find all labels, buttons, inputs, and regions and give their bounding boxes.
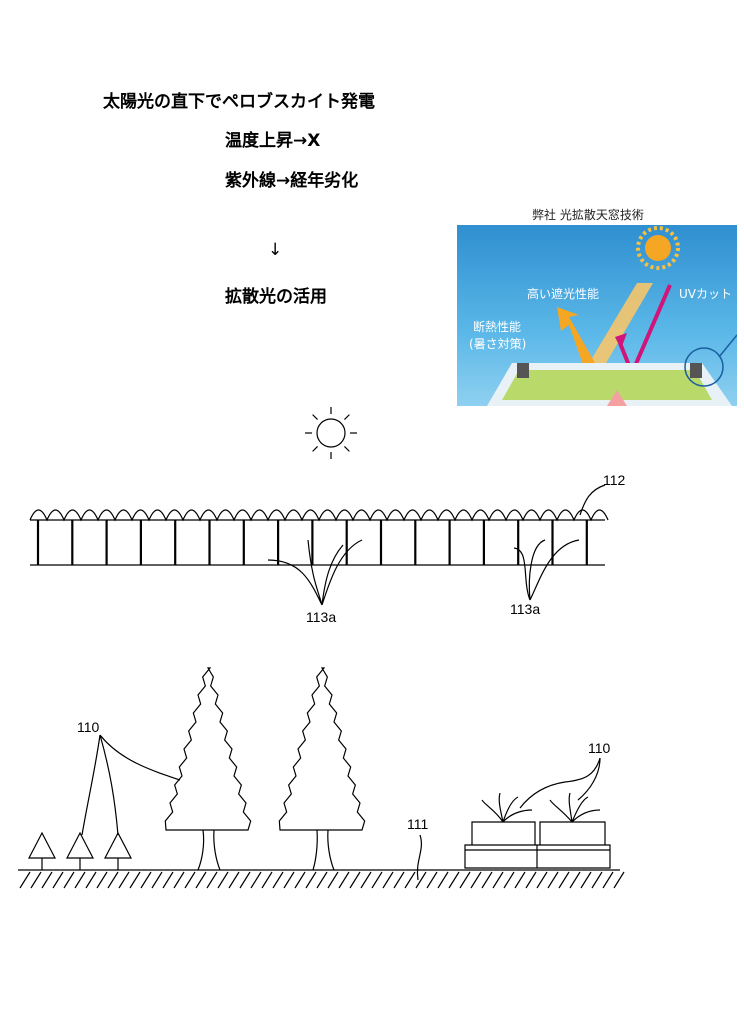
label-111: 111 (407, 816, 429, 832)
skylight-illustration (487, 226, 737, 406)
heading-line3: 紫外線→経年劣化 (225, 171, 359, 191)
down-arrow: ↓ (268, 240, 283, 260)
leader-113a-1 (267, 539, 363, 606)
small-tree-3 (104, 831, 132, 870)
small-tree-2 (66, 831, 94, 870)
tree-trunk-2 (312, 829, 335, 871)
label-shading: 高い遮光性能 (527, 287, 600, 301)
ground-hatching (19, 871, 625, 889)
tree-trunk-1 (197, 829, 221, 871)
plant-1 (481, 792, 533, 823)
leader-110-left (81, 734, 181, 836)
leader-111 (416, 834, 422, 881)
heading-line4: 拡散光の活用 (225, 287, 327, 307)
heading-line2: 温度上昇→X (225, 131, 321, 151)
roof-frame-lines (30, 519, 605, 566)
roof-corrugation (29, 509, 609, 522)
large-tree-1 (164, 667, 252, 831)
leader-113a-2 (513, 539, 580, 601)
label-heat: (暑さ対策) (469, 337, 527, 351)
label-110-left: 110 (77, 719, 100, 735)
leader-110-right (519, 757, 601, 809)
photo-caption: 弊社 光拡散天窓技術 (532, 208, 644, 222)
heading-line1: 太陽光の直下でペロブスカイト発電 (103, 92, 375, 112)
leader-112 (579, 484, 606, 516)
label-uv-cut: UVカット (679, 287, 732, 301)
label-insulation: 断熱性能 (473, 320, 522, 334)
small-tree-1 (28, 831, 56, 870)
label-110-right: 110 (588, 740, 611, 756)
sun-symbol (305, 407, 357, 459)
label-113a-1: 113a (306, 609, 337, 625)
skylight-image: 高い遮光性能 UVカット 断熱性能 (暑さ対策) (457, 225, 737, 406)
planter-boxes (464, 821, 611, 869)
label-112: 112 (603, 472, 626, 488)
large-tree-2 (278, 667, 366, 831)
plant-2 (549, 792, 601, 823)
sun-icon (636, 226, 680, 270)
label-113a-2: 113a (510, 601, 541, 617)
